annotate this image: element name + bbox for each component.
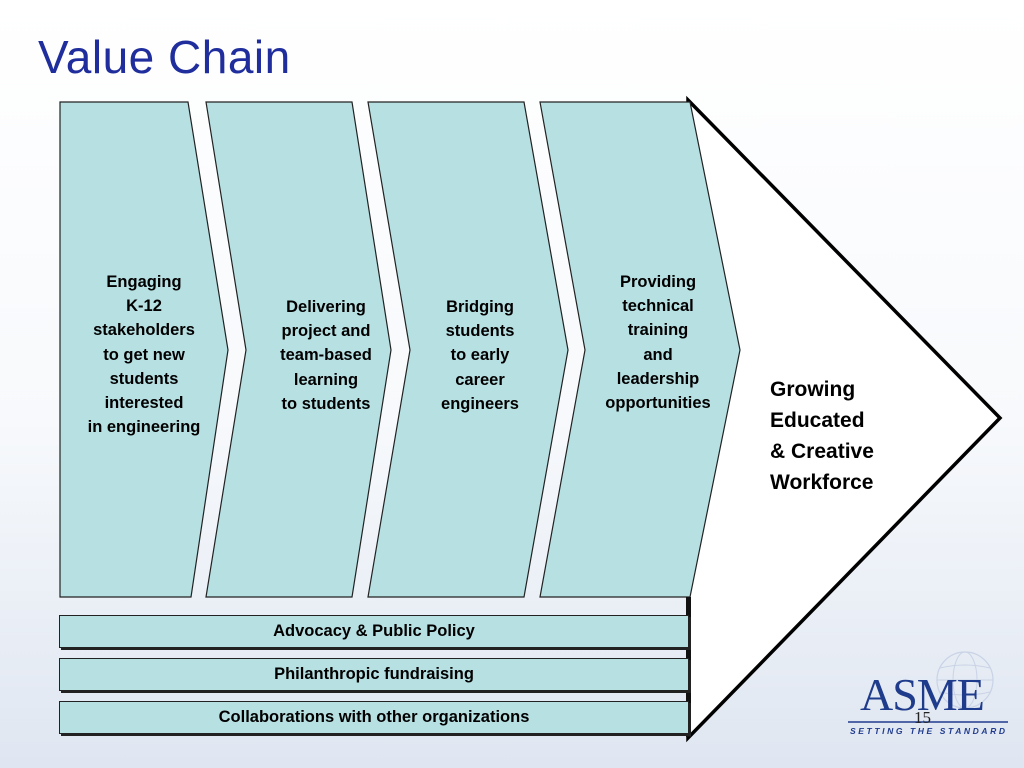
stage-4-text: Providing technical training and leaders… <box>605 273 711 413</box>
support-bar-advocacy: Advocacy & Public Policy <box>59 615 689 648</box>
slide-title: Value Chain <box>38 31 291 83</box>
stage-chevron-2 <box>205 101 392 598</box>
stage-3-text: Bridging students to early career engine… <box>441 298 519 413</box>
support-bar-philanthropy: Philanthropic fundraising <box>59 658 689 691</box>
logo-tagline: SETTING THE STANDARD <box>850 726 1008 736</box>
globe-icon <box>848 651 1008 723</box>
stage-chevron-3 <box>367 101 569 598</box>
page-number: 15 <box>914 708 931 727</box>
logo-wordmark: ASME <box>860 669 985 720</box>
stage-1-text: Engaging K-12 stakeholders to get new st… <box>87 273 201 437</box>
outcome-text: Growing Educated & Creative Workforce <box>770 378 874 494</box>
asme-logo: ASME SETTING THE STANDARD <box>840 650 1016 745</box>
stage-2-text: Delivering project and team-based learni… <box>280 298 372 413</box>
support-bar-collaborations: Collaborations with other organizations <box>59 701 689 734</box>
stage-chevron-1 <box>59 101 229 598</box>
